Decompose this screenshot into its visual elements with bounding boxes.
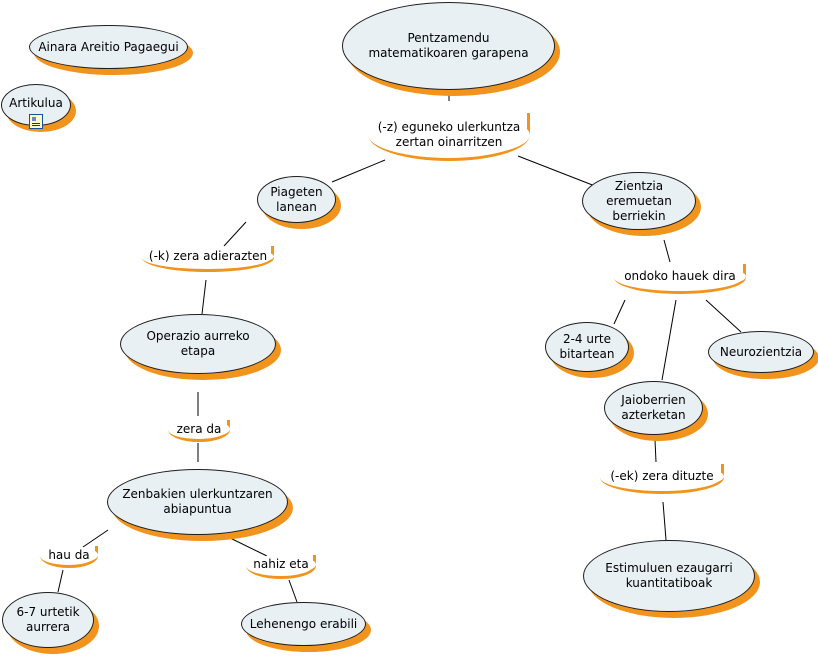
author-node: Ainara Areitio Pagaegui (29, 25, 193, 75)
linking-arc (142, 246, 274, 272)
concept-label: Lehenengo erabili (249, 616, 358, 631)
concept-label: Jaioberrien azterketan (621, 393, 686, 422)
concept-ellipse: Piageten lanean (257, 176, 336, 223)
concept-label: Estimuluen ezaugarri kuantitatiboak (605, 561, 733, 590)
linking-phrase-4: hau da (40, 546, 98, 568)
concept-ellipse: Jaioberrien azterketan (604, 381, 703, 435)
concept-ellipse: Zenbakien ulerkuntzaren abiapuntua (107, 469, 288, 535)
concept-ellipse: 2-4 urte bitartean (545, 322, 629, 372)
concept-label: Operazio aurreko etapa (146, 329, 250, 358)
root-concept-label: Pentzamendu matematikoaren garapena (368, 31, 529, 60)
linking-text: (-z) eguneko ulerkuntza zertan oinarritz… (368, 113, 530, 157)
concept-lehenengo: Lehenengo erabili (241, 602, 371, 652)
concept-ellipse: Estimuluen ezaugarri kuantitatiboak (583, 540, 755, 612)
concept-zenbaki: Zenbakien ulerkuntzaren abiapuntua (107, 469, 293, 541)
concept-estimuluen: Estimuluen ezaugarri kuantitatiboak (583, 540, 760, 618)
linking-phrase-1: (-z) eguneko ulerkuntza zertan oinarritz… (368, 113, 530, 161)
concept-zientzia: Zientzia eremuetan berriekin (582, 172, 701, 236)
linking-phrase-2: (-k) zera adierazten (142, 246, 274, 272)
concept-label: 6-7 urtetik aurrera (16, 605, 80, 634)
concept-ellipse: Lehenengo erabili (241, 602, 366, 646)
concept-label: 2-4 urte bitartean (559, 332, 615, 361)
linking-phrase-6: ondoko hauek dira (614, 264, 746, 294)
concept-2-4-urte: 2-4 urte bitartean (545, 322, 634, 378)
linking-text: ondoko hauek dira (614, 264, 746, 289)
concept-ellipse: 6-7 urtetik aurrera (2, 592, 94, 648)
concept-ellipse: Zientzia eremuetan berriekin (582, 172, 696, 230)
concept-6-7-urte: 6-7 urtetik aurrera (2, 592, 99, 654)
author-ellipse: Ainara Areitio Pagaegui (29, 25, 188, 69)
linking-text: zera da (168, 420, 230, 438)
concept-piaget: Piageten lanean (257, 176, 341, 229)
concept-neurozientzia: Neurozientzia (708, 331, 818, 379)
linking-text: (-ek) zera dituzte (600, 464, 724, 489)
concept-operazio: Operazio aurreko etapa (120, 314, 281, 380)
linking-text: (-k) zera adierazten (142, 246, 274, 267)
linking-phrase-7: (-ek) zera dituzte (600, 464, 724, 494)
linking-phrase-5: nahiz eta (246, 555, 316, 579)
linking-phrase-3: zera da (168, 420, 230, 442)
linking-text: hau da (40, 546, 98, 564)
concept-label: Zientzia eremuetan berriekin (606, 178, 672, 223)
root-concept-node: Pentzamendu matematikoaren garapena (342, 2, 560, 96)
linking-text: nahiz eta (246, 555, 316, 574)
concept-label: Neurozientzia (719, 344, 803, 359)
concept-ellipse: Neurozientzia (708, 331, 814, 373)
document-icon[interactable] (29, 114, 43, 129)
concept-jaioberrien: Jaioberrien azterketan (604, 381, 708, 441)
resource-label: Artikulua (9, 96, 63, 110)
concept-label: Zenbakien ulerkuntzaren abiapuntua (122, 487, 273, 516)
concept-label: Piageten lanean (270, 184, 323, 214)
author-name: Ainara Areitio Pagaegui (38, 39, 179, 54)
root-concept-ellipse: Pentzamendu matematikoaren garapena (342, 2, 555, 90)
concept-ellipse: Operazio aurreko etapa (120, 314, 276, 374)
